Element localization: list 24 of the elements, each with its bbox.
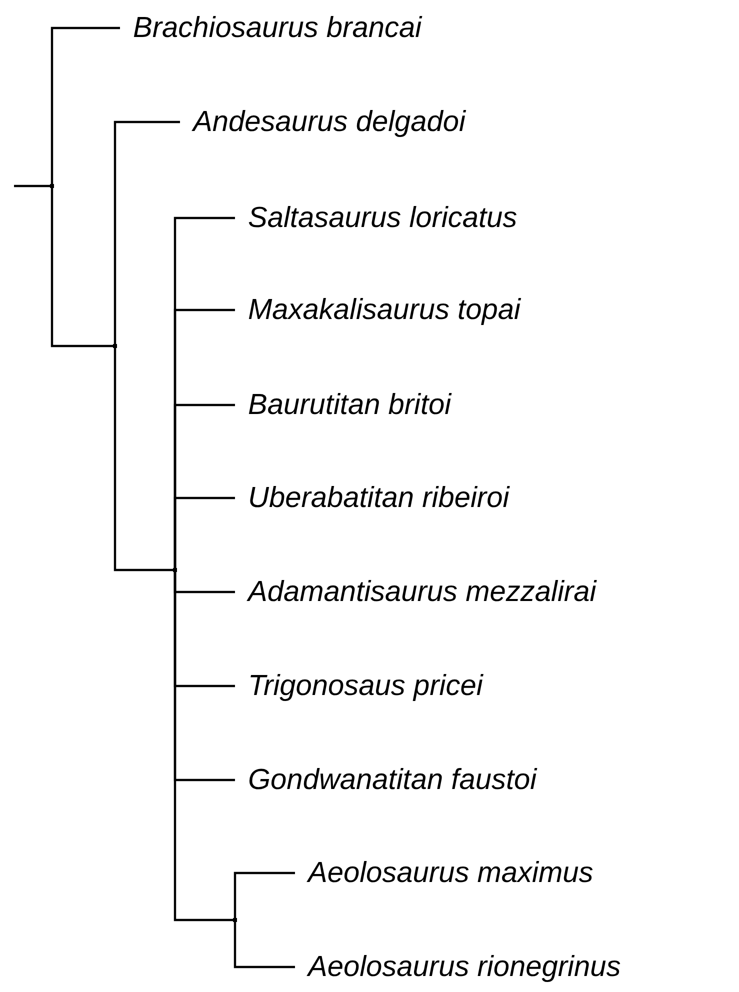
branch-point: [173, 568, 177, 572]
taxon-label: Brachiosaurus brancai: [120, 10, 422, 46]
taxon-label: Andesaurus delgadoi: [180, 104, 466, 140]
branch-line: [50, 188, 113, 348]
taxon-label: Uberabatitan ribeiroi: [235, 480, 510, 516]
taxon-label: Aeolosaurus rionegrinus: [295, 949, 621, 985]
branch-line: [174, 496, 235, 568]
branch-point: [113, 344, 117, 348]
branch-point: [50, 184, 54, 188]
branch-line: [234, 922, 295, 968]
branch-point: [233, 918, 237, 922]
taxon-label: Gondwanatitan faustoi: [235, 762, 537, 798]
taxon-label: Baurutitan britoi: [235, 387, 452, 423]
taxon-label: Maxakalisaurus topai: [235, 292, 520, 328]
taxon-label: Aeolosaurus maximus: [295, 855, 594, 891]
taxon-label: Trigonosaus pricei: [235, 668, 483, 704]
branch-line: [114, 348, 173, 572]
branch-line: [14, 184, 50, 188]
branch-line: [114, 120, 180, 344]
taxon-label: Adamantisaurus mezzalirai: [235, 574, 596, 610]
branch-line: [50, 26, 120, 184]
branch-line: [234, 872, 295, 918]
taxon-label: Saltasaurus loricatus: [235, 200, 518, 236]
branch-line: [174, 572, 233, 922]
